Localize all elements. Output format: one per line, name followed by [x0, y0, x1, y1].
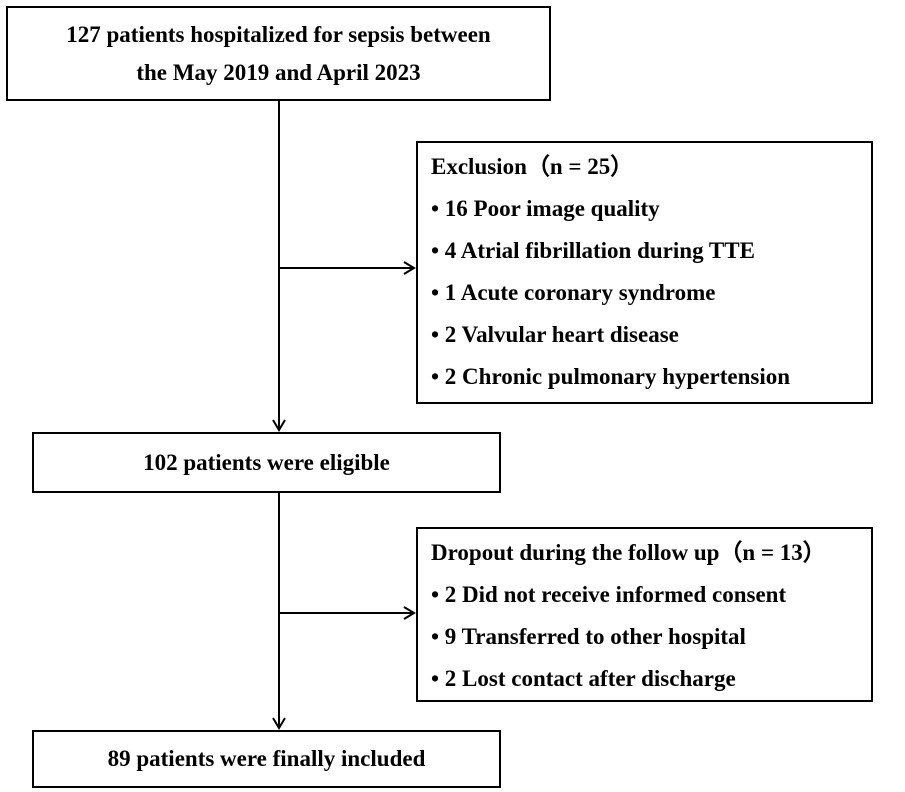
dropout-box: Dropout during the follow up（n = 13） • 2… [416, 527, 873, 702]
exclusion-item: • 1 Acute coronary syndrome [431, 280, 716, 305]
exclusion-title: Exclusion（n = 25） [431, 154, 634, 179]
final-box: 89 patients were finally included [32, 730, 501, 788]
exclusion-box: Exclusion（n = 25） • 16 Poor image qualit… [416, 141, 873, 404]
dropout-item: • 9 Transferred to other hospital [431, 624, 746, 649]
dropout-item: • 2 Did not receive informed consent [431, 582, 787, 607]
start-box: 127 patients hospitalized for sepsis bet… [6, 6, 551, 101]
dropout-title: Dropout during the follow up（n = 13） [431, 540, 826, 565]
exclusion-item: • 2 Valvular heart disease [431, 322, 679, 347]
exclusion-item: • 2 Chronic pulmonary hypertension [431, 364, 791, 389]
exclusion-item: • 4 Atrial fibrillation during TTE [431, 238, 755, 263]
eligible-box: 102 patients were eligible [32, 432, 501, 493]
exclusion-item: • 16 Poor image quality [431, 196, 660, 221]
start-line-2: the May 2019 and April 2023 [136, 59, 421, 85]
final-label: 89 patients were finally included [107, 746, 426, 771]
dropout-item: • 2 Lost contact after discharge [431, 666, 736, 691]
start-line-1: 127 patients hospitalized for sepsis bet… [66, 21, 491, 47]
eligible-label: 102 patients were eligible [143, 449, 390, 475]
